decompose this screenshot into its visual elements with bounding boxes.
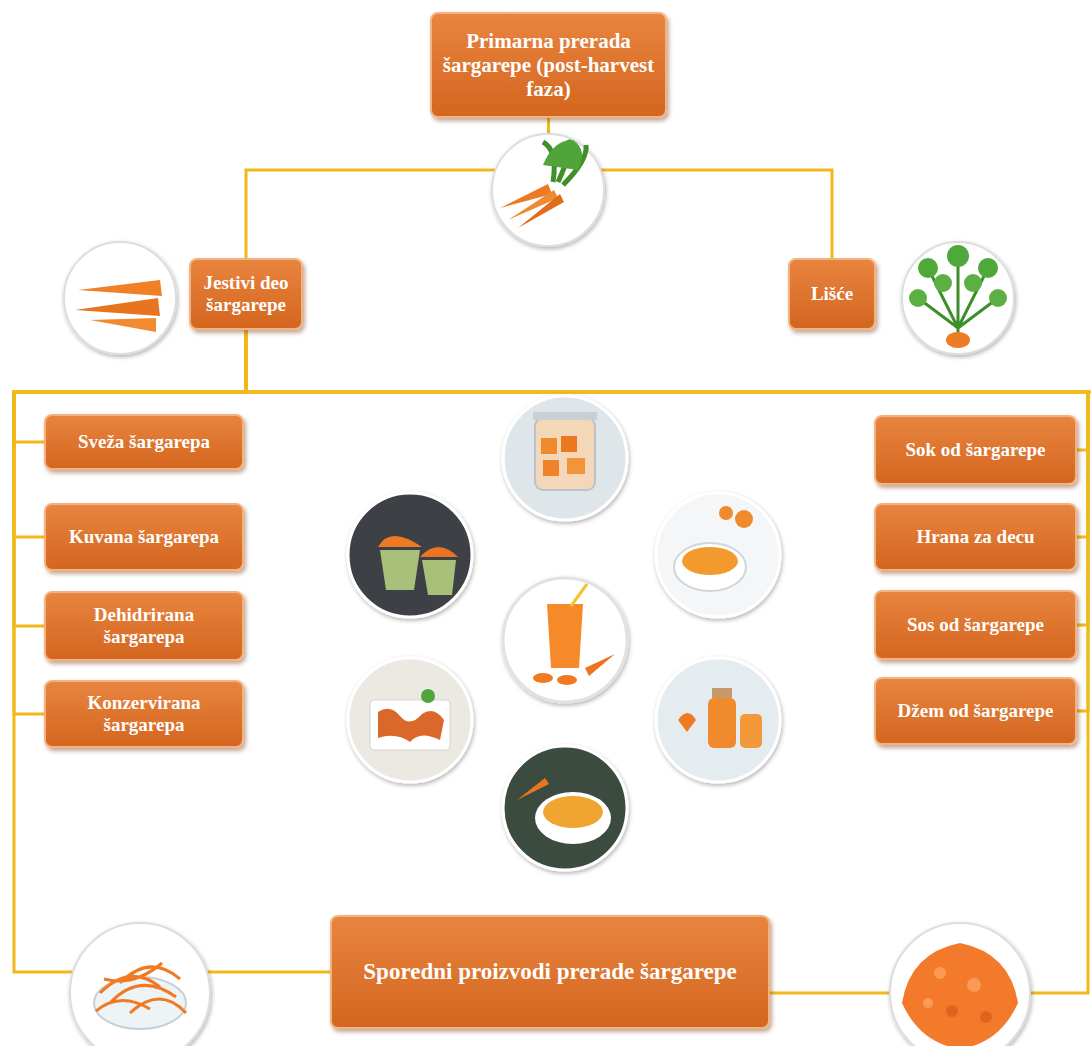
connector-line xyxy=(246,330,1088,625)
connector-line xyxy=(14,330,330,972)
process-box: Sos od šargarepe xyxy=(874,590,1077,660)
process-box: Hrana za decu xyxy=(874,503,1077,571)
process-box: Kuvana šargarepa xyxy=(44,503,244,571)
process-box: Konzervirana šargarepa xyxy=(44,680,244,748)
box-label: Sporedni proizvodi prerade šargarepe xyxy=(363,959,736,985)
box-label: Primarna prerada šargarepe (post-harvest… xyxy=(442,29,655,101)
carrot-jam-photo xyxy=(656,658,780,782)
grated-carrot-photo xyxy=(890,923,1030,1046)
process-box: Primarna prerada šargarepe (post-harvest… xyxy=(430,12,667,118)
process-box: Lišće xyxy=(788,258,876,330)
dehydrated-carrot-photo xyxy=(348,658,472,782)
process-box: Sok od šargarepe xyxy=(874,415,1077,485)
connector-line xyxy=(14,330,246,714)
box-label: Konzervirana šargarepa xyxy=(56,692,232,736)
process-box: Jestivi deo šargarepe xyxy=(189,258,303,330)
process-box: Džem od šargarepe xyxy=(874,677,1077,745)
process-box: Dehidrirana šargarepa xyxy=(44,591,244,661)
box-label: Džem od šargarepe xyxy=(898,700,1054,722)
baby-food-photo xyxy=(656,493,780,617)
process-box: Sveža šargarepa xyxy=(44,414,244,470)
carrot-leaves-photo xyxy=(902,242,1014,354)
connector-line xyxy=(246,330,1088,711)
carrot-juice-photo xyxy=(503,578,627,702)
box-label: Sos od šargarepe xyxy=(907,614,1044,636)
box-label: Dehidrirana šargarepa xyxy=(56,604,232,648)
process-box: Sporedni proizvodi prerade šargarepe xyxy=(330,915,770,1029)
shredded-carrot-photo xyxy=(70,923,210,1046)
box-label: Sveža šargarepa xyxy=(78,431,210,453)
box-label: Kuvana šargarepa xyxy=(69,526,219,548)
carrots-photo xyxy=(64,242,176,354)
box-label: Sok od šargarepe xyxy=(905,439,1045,461)
fresh-carrot-salad-photo xyxy=(348,493,472,617)
box-label: Jestivi deo šargarepe xyxy=(201,272,291,316)
box-label: Lišće xyxy=(811,283,853,305)
connector-line xyxy=(14,330,246,626)
canned-carrot-photo xyxy=(503,396,627,520)
bus-line xyxy=(770,392,1088,993)
carrot-soup-photo xyxy=(503,746,627,870)
box-label: Hrana za decu xyxy=(916,526,1034,548)
carrot-bunch-photo xyxy=(492,134,604,246)
